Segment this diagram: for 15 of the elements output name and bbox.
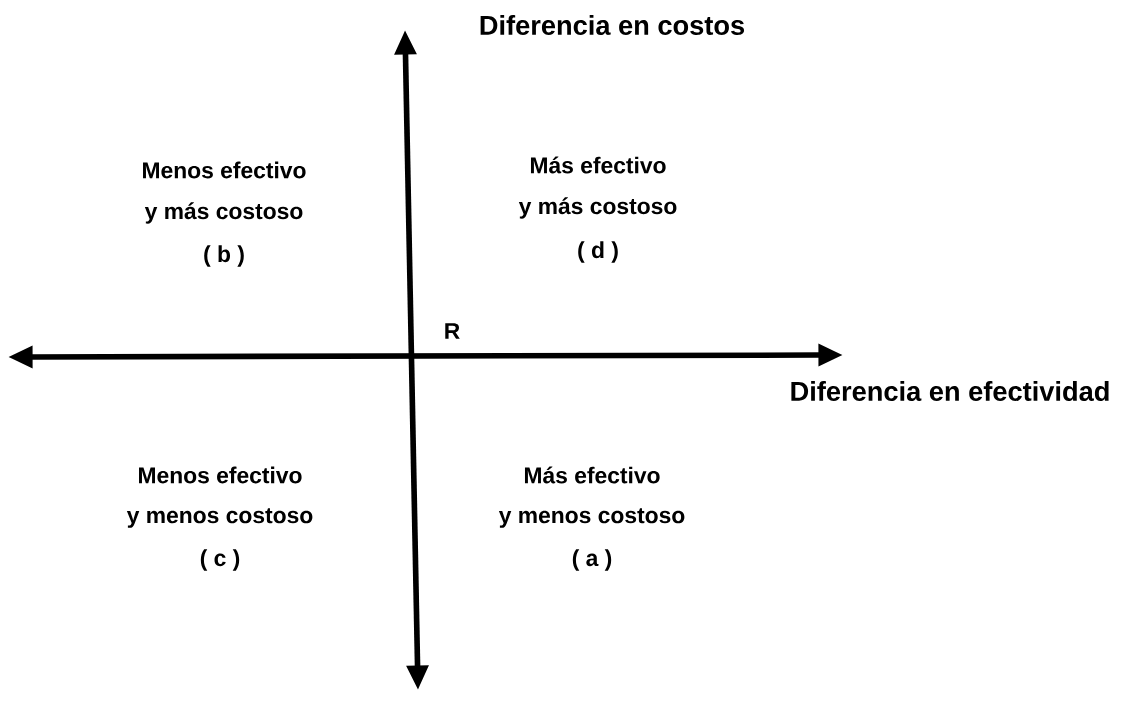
quadrant-label: Más efectivo (525, 466, 660, 484)
quadrant-label: ( d ) (578, 241, 618, 263)
axis-title: Diferencia en efectividad (791, 381, 1109, 401)
quadrant-label: Menos efectivo (139, 466, 302, 484)
quadrant-label: R (445, 323, 460, 339)
quadrant-label: y más costoso (518, 197, 677, 219)
quadrant-label: y más costoso (144, 202, 303, 224)
quadrant-label: ( b ) (204, 245, 244, 267)
quadrant-label: ( a ) (572, 549, 612, 571)
quadrant-label: Más efectivo (531, 156, 666, 174)
quadrant-label: Menos efectivo (143, 161, 306, 179)
quadrant-label: ( c ) (200, 549, 240, 571)
axis-title: Diferencia en costos (480, 15, 745, 35)
quadrant-label: y menos costoso (126, 508, 313, 528)
quadrant-label: y menos costoso (498, 508, 685, 528)
